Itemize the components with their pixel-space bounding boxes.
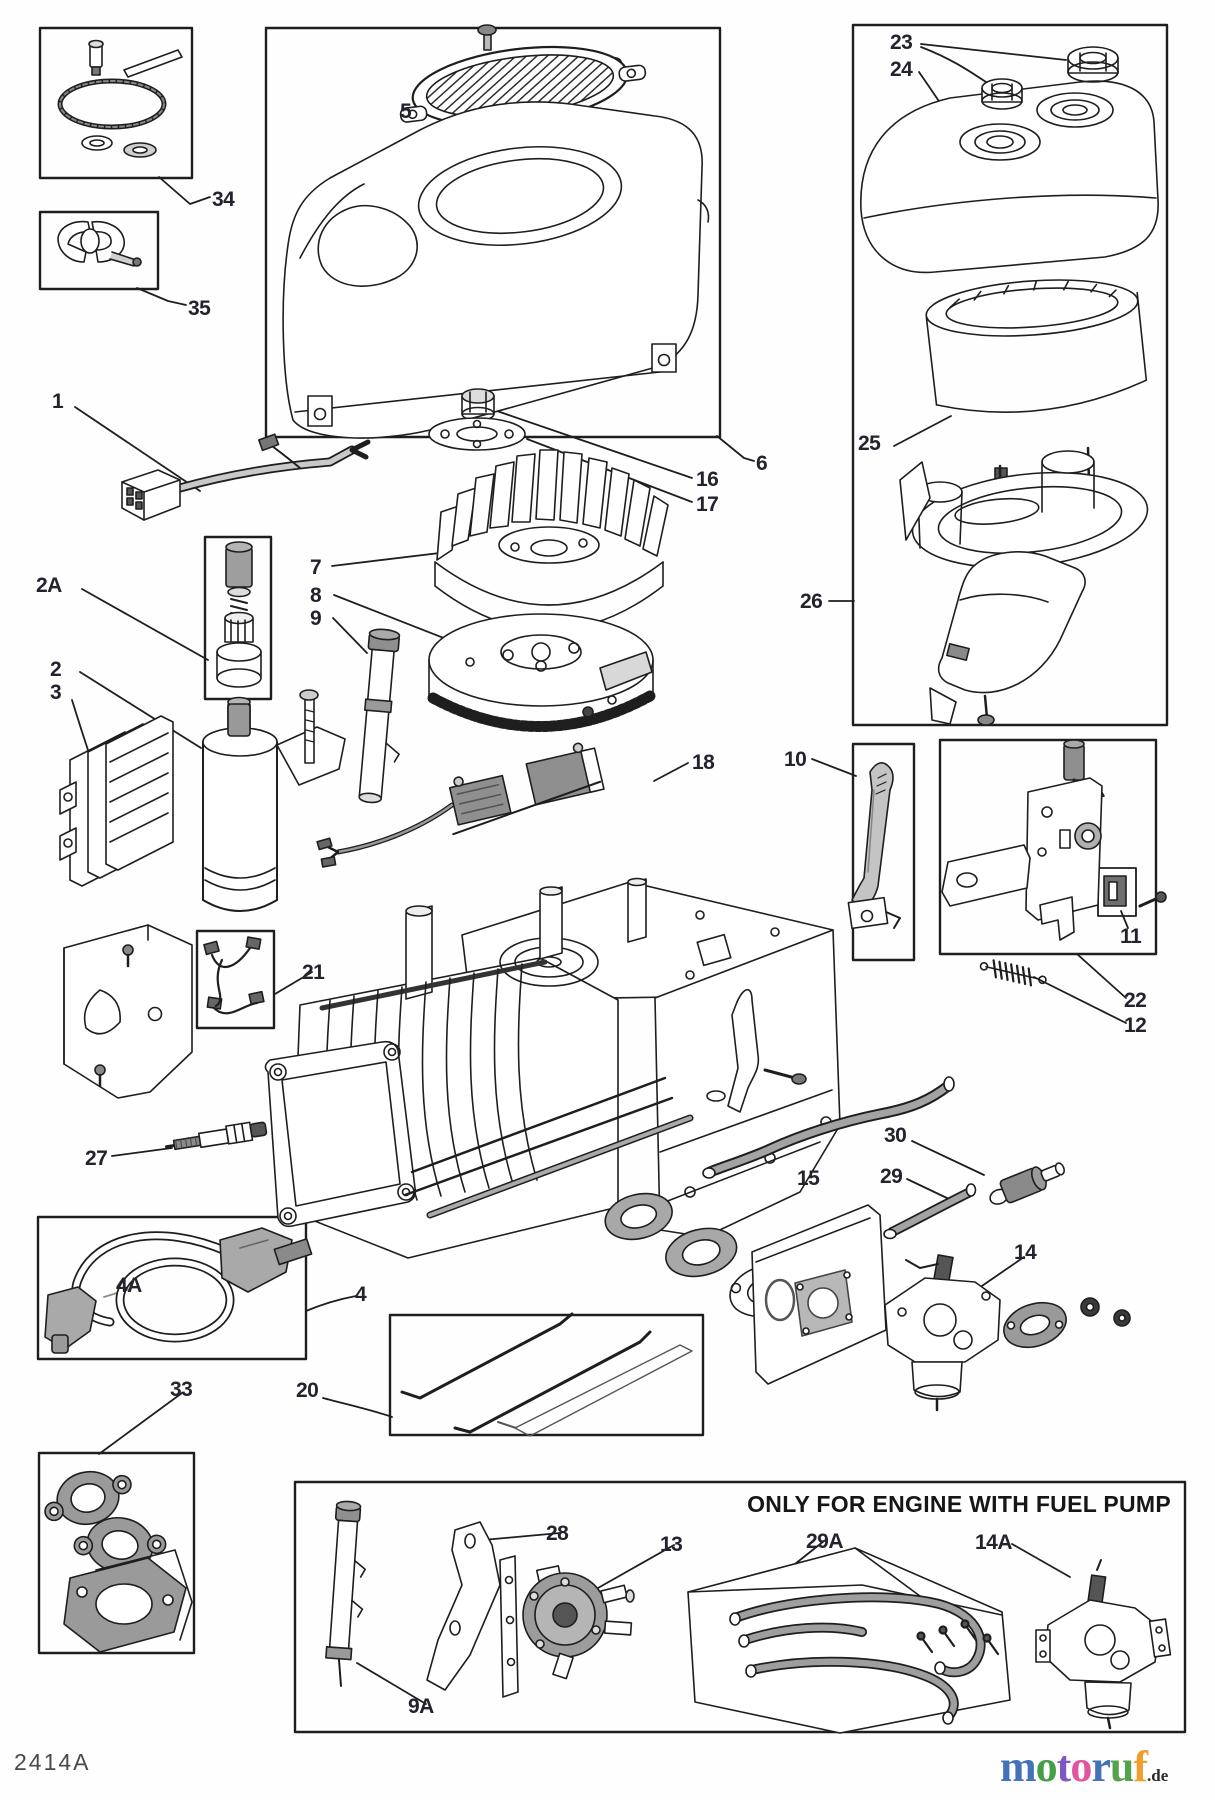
part-wiring-harness [121,433,371,521]
callout-25: 25 [858,432,881,455]
part-flywheel [427,613,656,732]
part-hose-kit [687,1547,1011,1734]
callout-5: 5 [400,100,412,123]
callout-1: 1 [52,390,64,413]
callout-16: 16 [696,468,719,491]
part-wire-kit [203,936,265,1015]
callout-14: 14 [1014,1241,1037,1264]
callout-29: 29 [880,1165,903,1188]
part-ignition-coil [316,742,605,868]
callout-34: 34 [212,188,235,211]
fuel-pump-note: ONLY FOR ENGINE WITH FUEL PUMP [747,1491,1171,1517]
callout-18: 18 [692,751,715,774]
logo-word: motoruf [1000,1742,1148,1791]
part-filter-element [925,279,1148,413]
callout-22: 22 [1124,989,1147,1012]
callout-4A: 4A [116,1274,142,1297]
callout-14A: 14A [975,1531,1013,1554]
callout-9A: 9A [408,1695,434,1718]
part-breather-hose [702,1076,955,1179]
callout-29A: 29A [806,1530,844,1553]
part-starter-motor [202,689,346,912]
part-throttle-lever [847,762,901,930]
motoruf-logo: motoruf.de [1000,1741,1168,1792]
part-governor-spring [979,959,1047,987]
part-spark-plug [164,1121,268,1151]
part-washer-plate [428,417,526,451]
part-nut-small [981,78,1023,110]
callout-4: 4 [355,1283,367,1306]
part-governor-links [400,1312,693,1437]
callout-7: 7 [310,556,322,579]
callout-24: 24 [890,58,913,81]
callout-17: 17 [696,493,719,516]
logo-suffix: .de [1146,1766,1169,1785]
part-starter-drive-kit [216,541,262,688]
callout-35: 35 [188,297,211,320]
callout-26: 26 [800,590,823,613]
part-dipstick-9a [325,1500,366,1687]
callout-21: 21 [302,961,325,984]
part-carb-mount [751,1204,887,1385]
callout-33: 33 [170,1378,193,1401]
part-engine-block [264,877,841,1318]
part-fuel-hose [883,1183,977,1240]
part-blower-housing [282,101,710,439]
callout-6: 6 [756,452,768,475]
part-fuel-pump [522,1565,635,1680]
callout-27: 27 [85,1147,108,1170]
callout-10: 10 [784,748,807,771]
callout-20: 20 [296,1379,319,1402]
part-dipstick-tube [358,628,401,804]
part-flywheel-fan [434,449,669,631]
callout-28: 28 [546,1522,569,1545]
part-pump-bracket [426,1521,519,1698]
part-voltage-regulator [59,715,174,887]
part-clamp [57,220,142,267]
callout-13: 13 [660,1533,683,1556]
part-control-bracket [941,739,1167,941]
part-gasket-set [44,1470,193,1653]
part-carburetor [884,1254,1131,1412]
callout-9: 9 [310,607,322,630]
group-boxes [36,23,1187,1734]
callout-30: 30 [884,1124,907,1147]
part-filter-base [911,471,1149,569]
figure-code: 2414A [14,1749,91,1775]
callout-11: 11 [1120,925,1142,948]
part-nut-large [1067,46,1119,83]
callout-15: 15 [797,1167,820,1190]
part-air-cleaner [860,46,1159,726]
callout-8: 8 [310,584,322,607]
callout-2: 2 [50,658,62,681]
part-fuel-filter [989,1162,1066,1205]
part-flywheel-nut [461,388,495,422]
part-spark-lead [44,1227,313,1354]
callout-2A: 2A [36,574,62,597]
part-heat-shield [63,924,193,1099]
part-carburetor-14a [1035,1559,1172,1730]
callout-3: 3 [50,681,62,704]
part-seal-kit [57,39,183,158]
callout-12: 12 [1124,1014,1147,1037]
callout-23: 23 [890,31,913,54]
